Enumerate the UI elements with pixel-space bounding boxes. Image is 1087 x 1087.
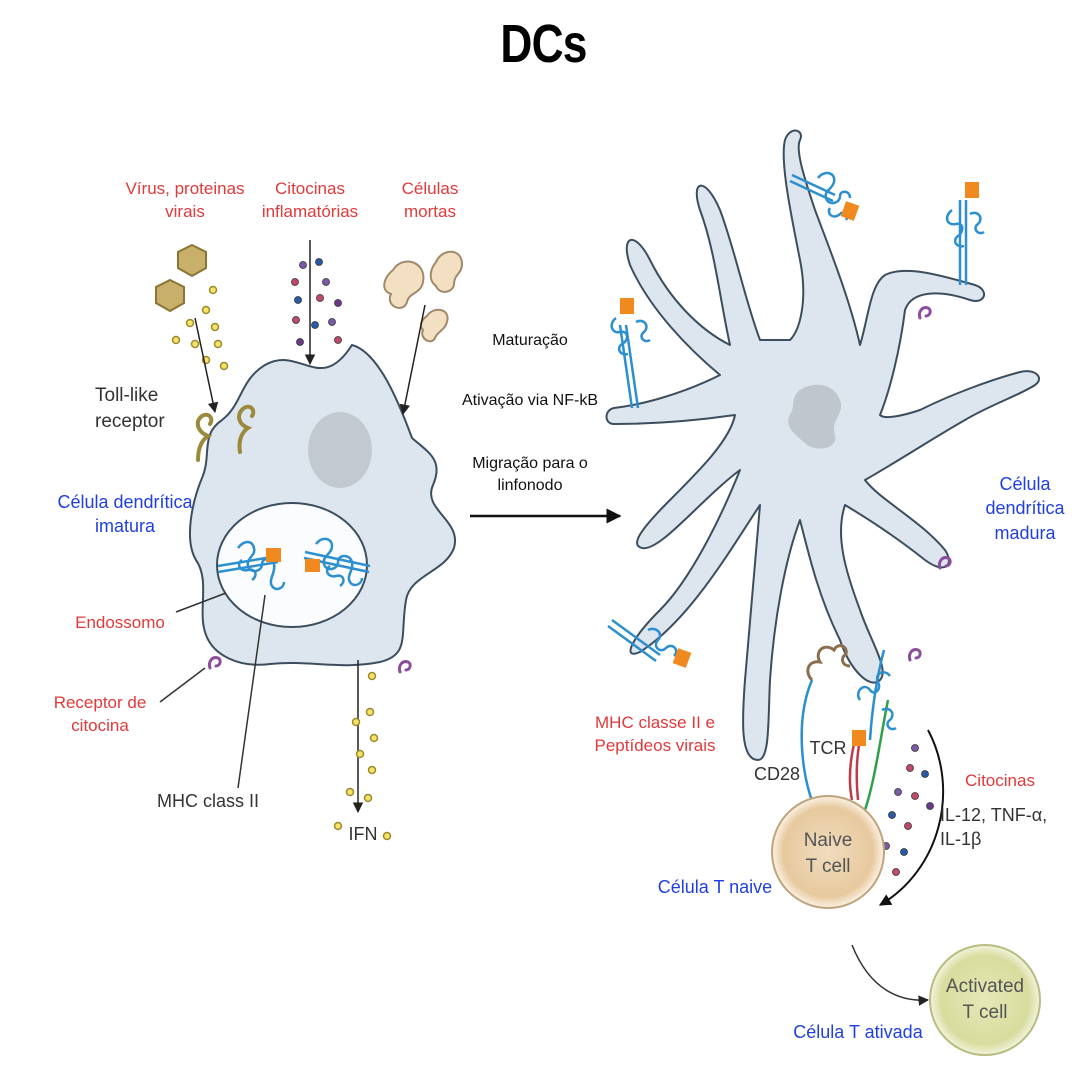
endosome-leader-line [175,592,227,613]
mhc-class-ii-molecule-right [303,537,371,588]
cytokine-secretion-arrow [878,729,945,906]
toll-like-receptor-icon [195,404,256,462]
virus-label: Vírus, proteinas virais [125,179,245,221]
cytokine-receptor-icon [208,656,412,674]
immature-dendritic-cell-label: Célula dendrítica imatura [57,492,193,537]
page-title: DCs [500,14,587,74]
tcr-icon [848,649,897,811]
tcr-label: TCR [809,738,847,758]
cytokines-label: Citocinas [965,771,1035,790]
virus-icon [155,243,207,313]
b7-ligand-icon [806,644,851,682]
mhc-class-ii-label: MHC class II [156,791,259,811]
cytokine-list-label: IL-12, TNF-α, IL-1β [940,805,1048,850]
activated-t-cell-text: Activated T cell [945,976,1025,1023]
cd28-label: CD28 [753,764,801,784]
endosome-label: Endossomo [75,613,165,632]
ifn-dots [333,671,392,841]
ifn-label: IFN [348,824,378,844]
dead-cells-label: Células mortas [401,179,459,221]
activated-t-cell-icon [929,944,1041,1056]
peptide-icon [266,548,281,562]
naive-t-cell-text: Naive T cell [803,830,853,877]
lymph-node-migration-label: Migração para o linfonodo [472,455,588,494]
naive-t-cell-icon [771,795,885,909]
activated-t-cell-label: Célula T ativada [793,1022,923,1042]
cytokine-receptor-leader-line [159,667,206,703]
peptide-icon [852,730,866,746]
toll-like-receptor-label: Toll-like receptor [95,385,165,432]
peptide-icon [305,559,320,572]
mhc-leader-line [237,594,266,789]
cytokine-receptor-icon [908,306,952,662]
peptide-icon [620,182,979,668]
nucleus [308,412,372,488]
mature-nucleus [788,384,842,449]
inflammatory-cytokine-dots [291,258,342,346]
nfkb-activation-label: Ativação via NF-kB [461,392,599,409]
virus-arrow [194,317,219,414]
viral-protein-dots [171,285,229,371]
mature-cytokine-dots [882,744,934,876]
maturation-label: Maturação [492,332,568,349]
dead-cell-icon [383,250,464,343]
naive-t-cell-label: Célula T naive [657,877,773,897]
mhc-class-ii-surface-icon [607,171,985,663]
activation-arrow [851,944,930,1006]
mhc-peptides-label: MHC classe II e Peptídeos virais [594,713,716,755]
inflammatory-cytokines-label: Citocinas inflamatórias [261,179,359,221]
cytokine-receptor-label: Receptor de citocina [53,693,147,735]
mature-dendritic-cell-label: Célula dendrítica madura [985,474,1065,543]
dead-cell-arrow [399,304,426,416]
